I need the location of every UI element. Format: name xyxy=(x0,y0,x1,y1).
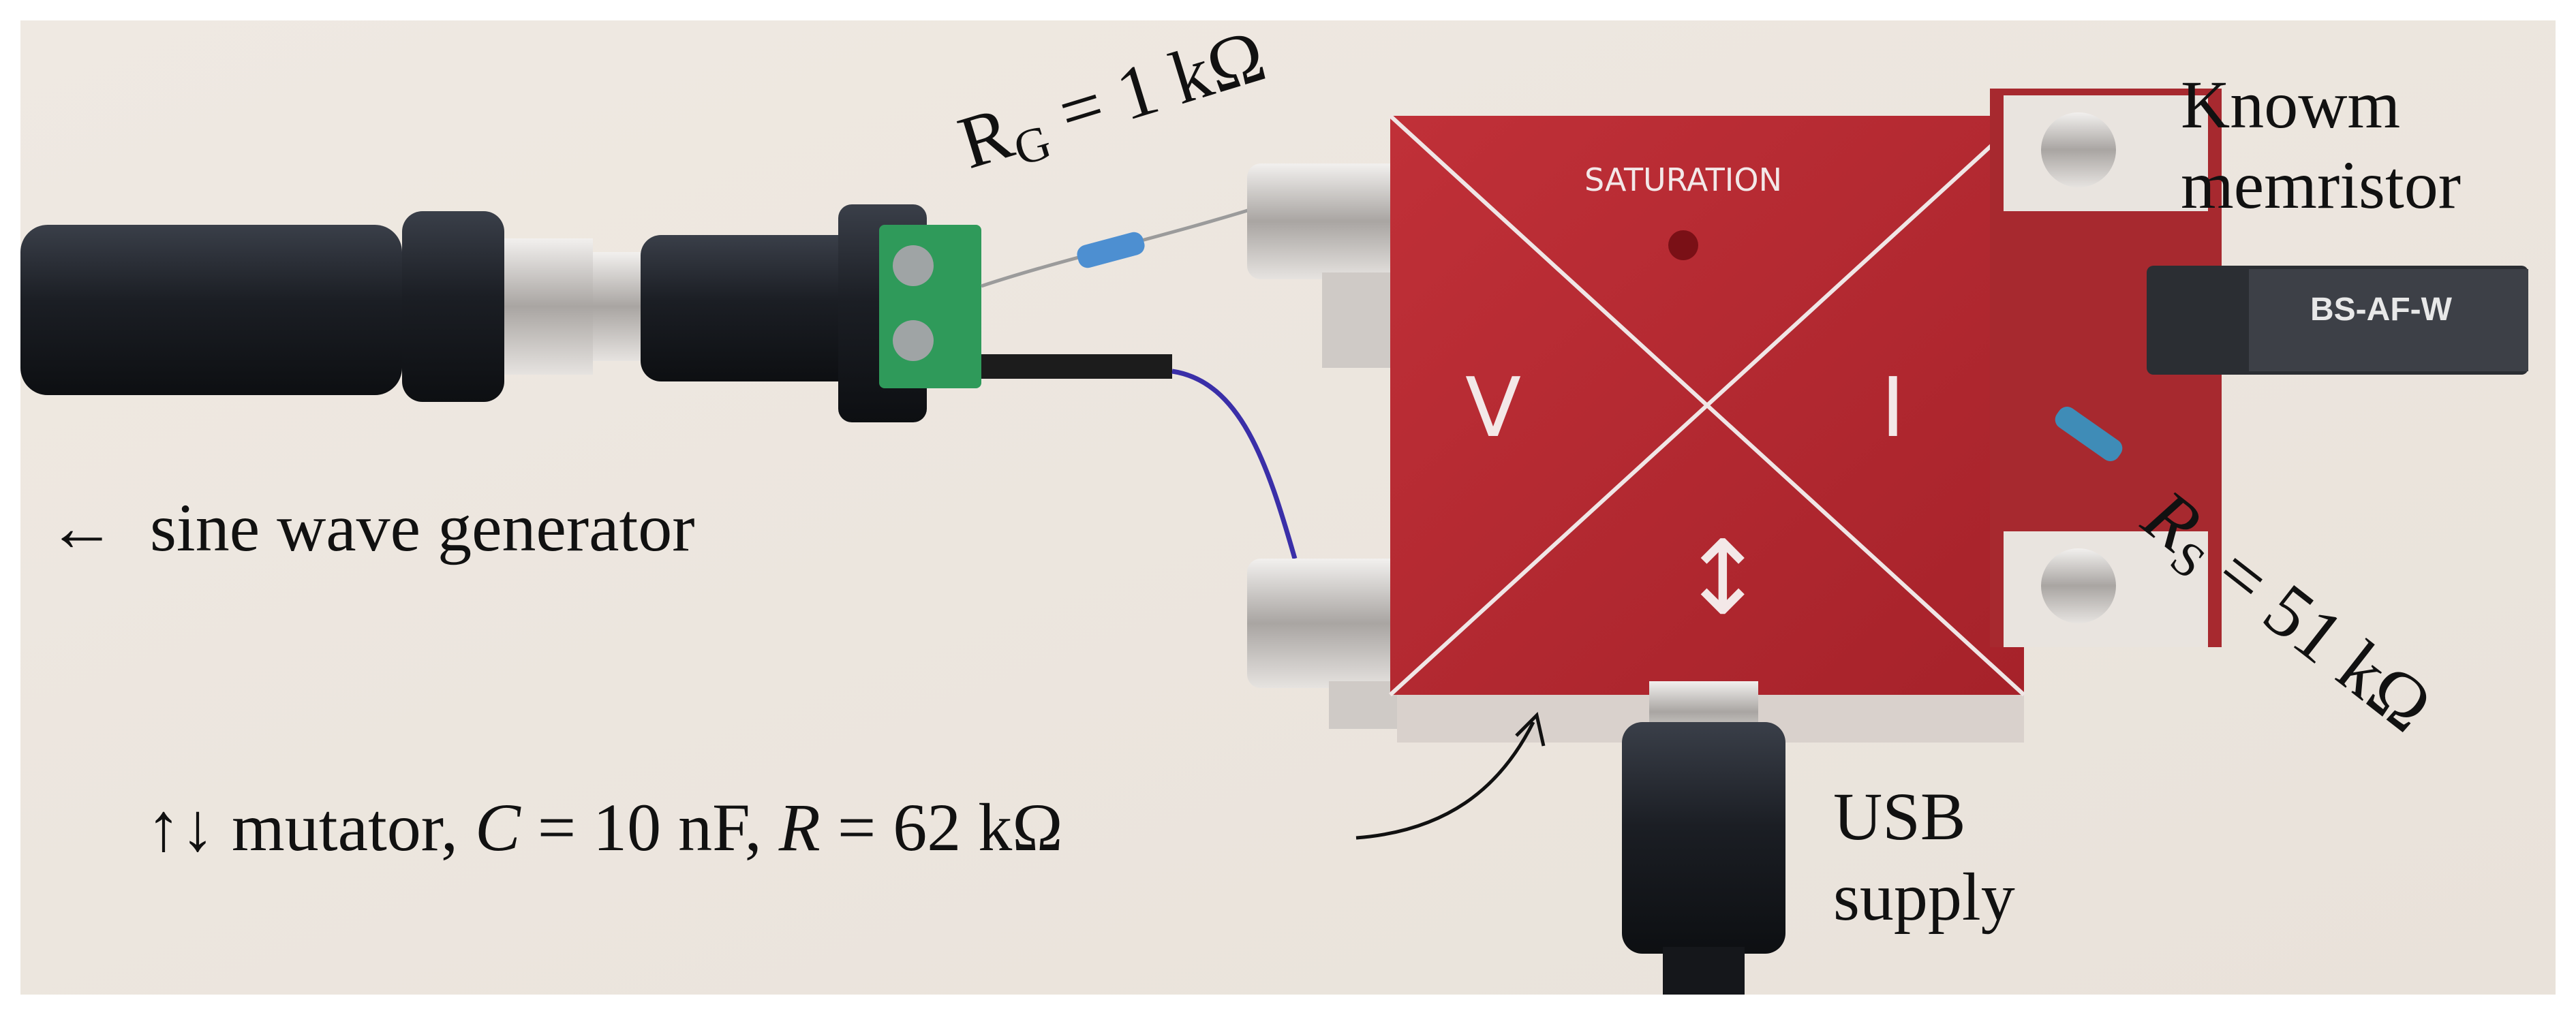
knowm-line1: Knowm xyxy=(2181,67,2401,142)
saturation-led xyxy=(1668,230,1698,260)
usb-supply-label: USB supply xyxy=(1833,777,2015,937)
sine-wave-generator-label: ← sine wave generator xyxy=(48,494,695,562)
usb-cable xyxy=(1622,681,1785,995)
mutator-panel: SATURATION V I ↕ xyxy=(1388,114,2026,697)
mutator-r-symbol: R xyxy=(778,790,821,865)
up-down-arrows-icon: ↑↓ xyxy=(147,790,215,865)
memristor-board: BS-AF-W xyxy=(1990,89,2528,647)
screw-top xyxy=(2041,112,2116,187)
panel-saturation-text: SATURATION xyxy=(1584,161,1782,198)
bnc-cable xyxy=(20,204,927,422)
resistor-rg xyxy=(1077,232,1145,268)
resistor-rs xyxy=(2055,407,2123,461)
mutator-label: ↑↓ mutator, C = 10 nF, R = 62 kΩ xyxy=(147,794,1063,862)
mutator-word: mutator, xyxy=(215,790,476,865)
chip-label: BS-AF-W xyxy=(2310,292,2453,328)
mutator-r-value: = 62 kΩ xyxy=(820,790,1063,865)
panel-quadrant-v: V xyxy=(1465,361,1521,456)
knowm-memristor-label: Knowm memristor xyxy=(2181,65,2461,225)
blue-wire xyxy=(1171,369,1298,559)
usb-line1: USB xyxy=(1833,779,1966,854)
left-arrow-icon: ← xyxy=(48,490,116,565)
mutator-c-value: = 10 nF, xyxy=(520,790,779,865)
screw-terminal xyxy=(879,225,981,388)
knowm-line2: memristor xyxy=(2181,147,2462,223)
panel-quadrant-arrow: ↕ xyxy=(1680,519,1766,638)
bnc-connector xyxy=(504,238,647,375)
jumper-connector xyxy=(981,354,1172,379)
screw-bottom xyxy=(2041,548,2116,623)
mutator-annotation-arrow xyxy=(1355,721,1535,840)
panel-quadrant-i: I xyxy=(1881,361,1905,456)
usb-line2: supply xyxy=(1833,859,2015,935)
mutator-c-symbol: C xyxy=(475,790,521,865)
sine-text: sine wave generator xyxy=(150,490,695,565)
